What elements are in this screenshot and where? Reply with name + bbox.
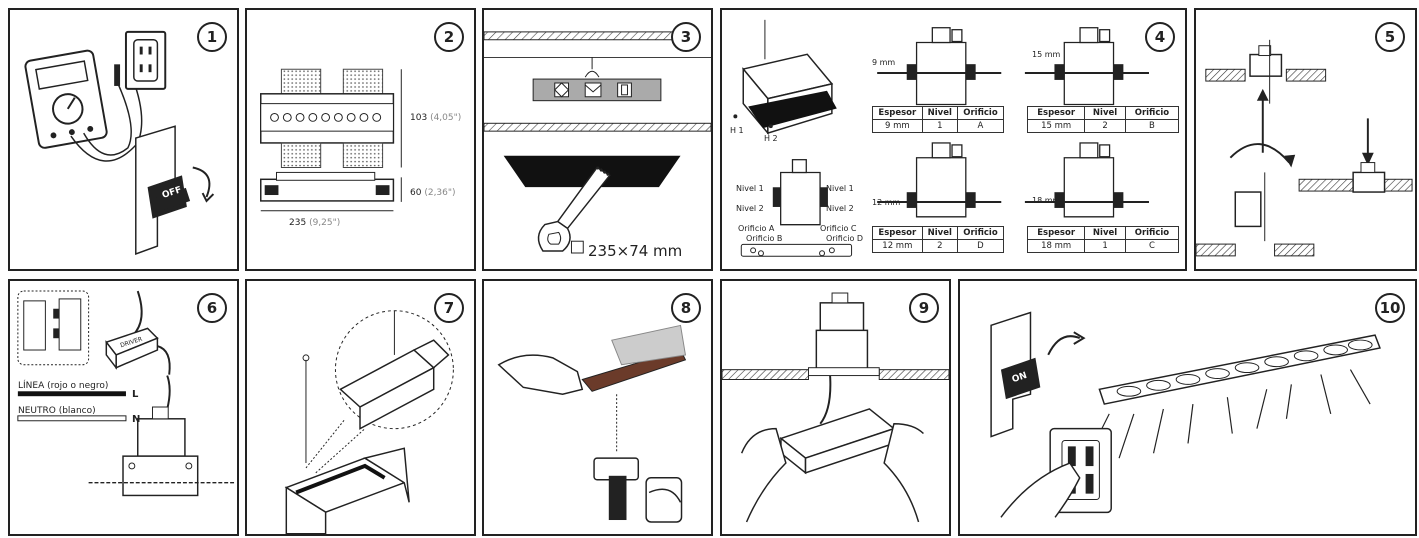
step-number: 9 — [909, 293, 939, 323]
step-6-panel: 6 DRIVER LÍNEA (rojo o negro) L NEUTRO (… — [8, 279, 239, 536]
ceiling-cutout-illustration — [484, 31, 711, 254]
step-2-panel: 2 103 (4,05") 60 (2,36") 235 (9,25") — [245, 8, 476, 271]
header-espesor: Espesor — [872, 226, 923, 240]
depth-dimension: 60 (2,36") — [410, 188, 456, 198]
nivel-1-left: Nivel 1 — [736, 184, 764, 193]
step-number: 5 — [1375, 22, 1405, 52]
header-espesor: Espesor — [872, 106, 923, 120]
header-nivel: Nivel — [921, 106, 958, 120]
header-nivel: Nivel — [921, 226, 958, 240]
cell-orificio: D — [956, 239, 1005, 253]
cell-espesor: 12 mm — [872, 239, 923, 253]
cell-nivel: 2 — [921, 239, 958, 253]
depth-mm: 60 — [410, 188, 422, 198]
l-terminal-label: L — [132, 389, 139, 400]
cell-espesor: 15 mm — [1026, 119, 1086, 133]
multimeter-and-switch-illustration — [24, 30, 215, 256]
orificio-a-label: Orificio A — [738, 224, 775, 233]
multimeter-icon — [24, 49, 108, 149]
adhesive-and-drill-illustration — [497, 324, 687, 523]
height-dimension: 103 (4,05") — [410, 113, 461, 123]
step-number: 3 — [671, 22, 701, 52]
cell-orificio: A — [956, 119, 1005, 133]
nivel-1-right: Nivel 1 — [826, 184, 854, 193]
cell-nivel: 1 — [921, 119, 958, 133]
header-orificio: Orificio — [956, 106, 1005, 120]
orificio-d-label: Orificio D — [826, 234, 864, 243]
cell-orificio: C — [1124, 239, 1180, 253]
height-in: (4,05") — [430, 113, 462, 123]
cell-nivel: 2 — [1084, 119, 1126, 133]
step-4-panel: 4 H 1 H 2 9 mm 15 — [720, 8, 1187, 271]
measure-9mm: 9 mm — [872, 58, 896, 67]
measure-15mm: 15 mm — [1032, 50, 1061, 59]
insert-fixture-illustration — [1196, 39, 1413, 257]
depth-in: (2,36") — [424, 188, 456, 198]
h2-label: H 2 — [764, 134, 778, 143]
height-mm: 103 — [410, 113, 428, 123]
width-in: (9,25") — [309, 218, 341, 228]
cell-espesor: 18 mm — [1026, 239, 1086, 253]
linea-wire-label: LÍNEA (rojo o negro) — [18, 381, 109, 391]
cell-nivel: 1 — [1084, 239, 1126, 253]
power-on-illustration — [990, 311, 1381, 518]
step-8-panel: 8 — [482, 279, 713, 536]
cutout-size-label: 235×74 mm — [588, 242, 683, 260]
h1-label: H 1 — [730, 126, 744, 135]
width-mm: 235 — [289, 218, 307, 228]
orificio-b-label: Orificio B — [746, 234, 783, 243]
header-espesor: Espesor — [1026, 226, 1086, 240]
header-orificio: Orificio — [1124, 106, 1180, 120]
header-nivel: Nivel — [1084, 226, 1126, 240]
measure-18mm: 18 mm — [1032, 196, 1061, 205]
step-number: 10 — [1375, 293, 1405, 323]
nivel-2-left: Nivel 2 — [736, 204, 764, 213]
step-number: 2 — [434, 22, 464, 52]
cell-orificio: B — [1124, 119, 1180, 133]
suspension-cable-illustration — [284, 310, 454, 534]
wall-switch-off-icon — [135, 125, 191, 256]
wall-switch-on-icon — [990, 311, 1041, 438]
step-number: 7 — [434, 293, 464, 323]
wiring-illustration — [17, 290, 237, 497]
measure-12mm: 12 mm — [872, 198, 901, 207]
step-number: 1 — [197, 22, 227, 52]
mounting-level-illustration — [733, 19, 1149, 257]
step-9-panel: 9 — [720, 279, 951, 536]
step-1-panel: 1 OFF — [8, 8, 239, 271]
drill-icon — [593, 457, 683, 523]
outlet-icon — [124, 30, 167, 90]
step-10-panel: 10 ON — [958, 279, 1417, 536]
neutro-wire-label: NEUTRO (blanco) — [18, 406, 96, 416]
install-fixture-illustration — [722, 292, 949, 523]
header-orificio: Orificio — [956, 226, 1005, 240]
cell-espesor: 9 mm — [872, 119, 923, 133]
saw-icon — [537, 166, 611, 252]
header-orificio: Orificio — [1124, 226, 1180, 240]
header-espesor: Espesor — [1026, 106, 1086, 120]
n-terminal-label: N — [132, 414, 141, 425]
step-number: 6 — [197, 293, 227, 323]
fixture-dimensions-illustration — [260, 68, 402, 212]
step-number: 4 — [1145, 22, 1175, 52]
step-5-panel: 5 — [1194, 8, 1417, 271]
header-nivel: Nivel — [1084, 106, 1126, 120]
orificio-c-label: Orificio C — [820, 224, 857, 233]
step-number: 8 — [671, 293, 701, 323]
step-3-panel: 3 235×74 mm — [482, 8, 713, 271]
nivel-2-right: Nivel 2 — [826, 204, 854, 213]
step-7-panel: 7 — [245, 279, 476, 536]
width-dimension: 235 (9,25") — [289, 218, 340, 228]
